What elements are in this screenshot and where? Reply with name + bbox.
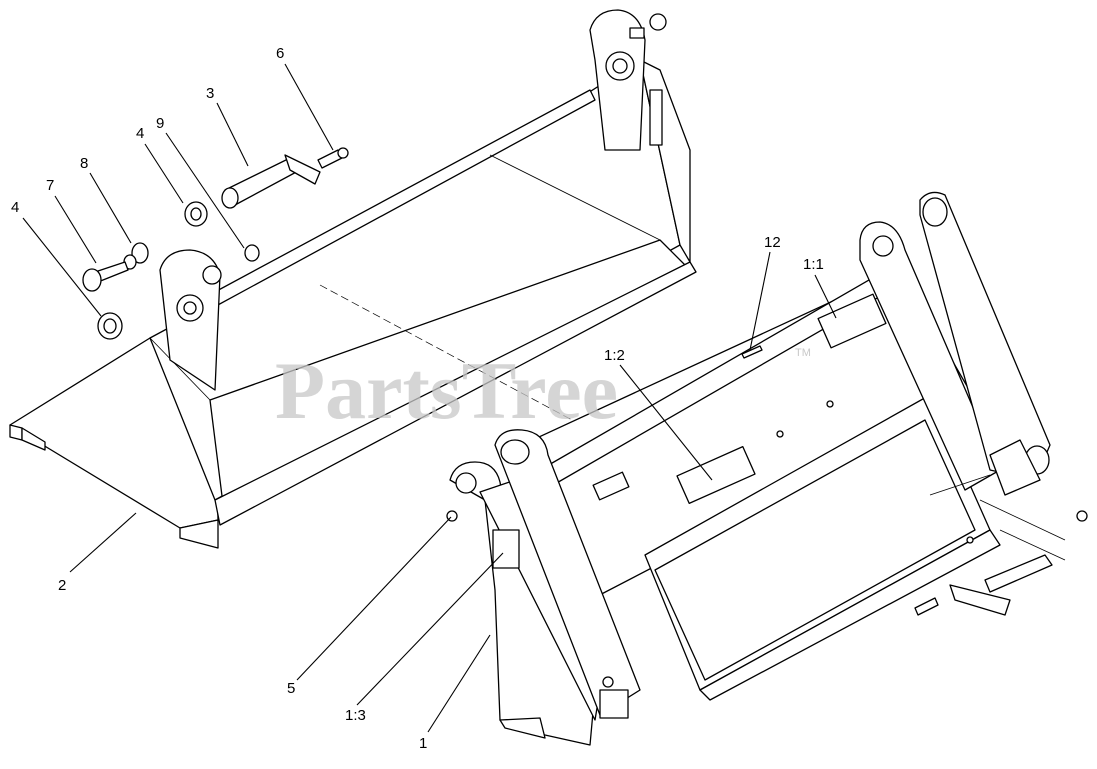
callout-3: 3 <box>206 85 214 102</box>
callout-1: 1 <box>419 735 427 752</box>
callout-6: 6 <box>276 45 284 62</box>
mounting-frame <box>446 191 1088 746</box>
bucket-assembly <box>9 9 697 549</box>
callout-1-2: 1:2 <box>604 347 625 364</box>
callout-labels: 6 3 4 9 8 7 4 2 12 1:1 1:2 5 1:3 1 <box>11 45 824 752</box>
callout-4-lower: 4 <box>11 199 19 216</box>
callout-1-3: 1:3 <box>345 707 366 724</box>
callout-9: 9 <box>156 115 164 132</box>
watermark: PartsTree TM <box>275 345 811 436</box>
callout-12: 12 <box>764 234 781 251</box>
watermark-tm: TM <box>795 347 811 359</box>
callout-8: 8 <box>80 155 88 172</box>
callout-2: 2 <box>58 577 66 594</box>
callout-4-upper: 4 <box>136 125 144 142</box>
leader-lines <box>22 63 837 733</box>
callout-1-1: 1:1 <box>803 256 824 273</box>
callout-5: 5 <box>287 680 295 697</box>
hardware-parts <box>82 147 349 340</box>
callout-7: 7 <box>46 177 54 194</box>
watermark-text: PartsTree <box>275 345 618 436</box>
